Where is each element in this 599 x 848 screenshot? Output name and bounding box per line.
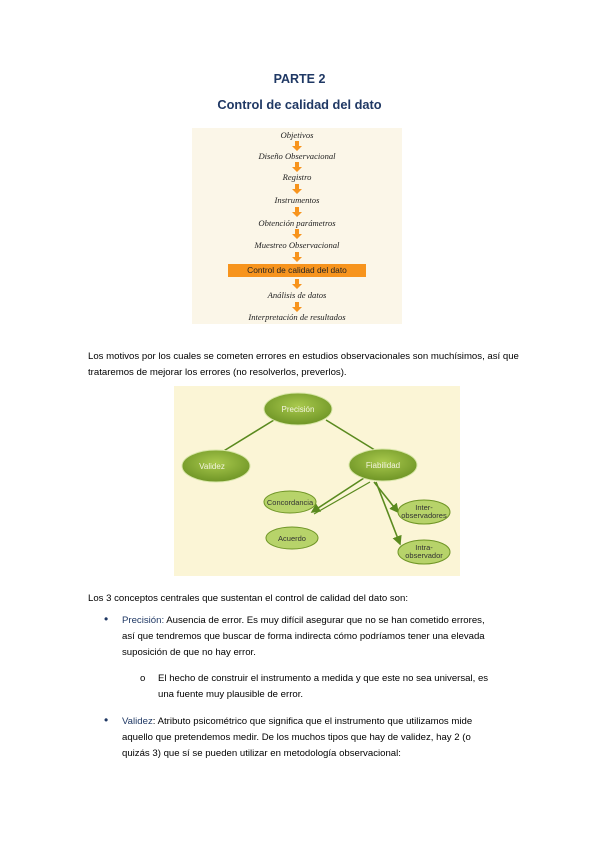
node-acuerdo	[265, 526, 319, 550]
part-heading: PARTE 2	[273, 72, 326, 86]
down-arrow-icon	[292, 229, 302, 239]
bullet-dot-icon: •	[104, 612, 109, 626]
bullet-validez-line: aquello que pretendemos medir. De los mu…	[122, 732, 471, 743]
node-precision-label: Precisión	[282, 405, 315, 414]
flow-step: Objetivos	[280, 130, 314, 140]
flow-step: Interpretación de resultados	[248, 312, 346, 322]
node-inter-label-2: observadores	[401, 511, 447, 520]
down-arrow-icon	[292, 141, 302, 151]
node-intra-label-2: observador	[405, 551, 443, 560]
node-validez-label: Validez	[199, 462, 225, 471]
node-concordancia-label: Concordancia	[267, 498, 314, 507]
bullet-precision-line: así que tendremos que buscar de forma in…	[122, 631, 485, 642]
down-arrow-icon	[292, 162, 302, 172]
down-arrow-icon	[292, 279, 302, 289]
bullet-precision-line: Ausencia de error. Es muy difícil asegur…	[164, 615, 485, 626]
flow-step: Obtención parámetros	[258, 218, 336, 228]
down-arrow-icon	[292, 184, 302, 194]
section-title: Control de calidad del dato	[217, 97, 382, 112]
flow-step: Diseño Observacional	[258, 151, 336, 161]
link-line	[325, 419, 379, 453]
node-fiabilidad	[348, 448, 418, 482]
flow-step: Instrumentos	[274, 195, 320, 205]
node-intra-label: Intra-	[415, 543, 433, 552]
node-precision	[263, 392, 333, 426]
link-line	[375, 481, 402, 546]
concept-map: Precisión Validez Fiabilidad Concordanci…	[174, 386, 460, 576]
bullet-validez-line: : Atributo psicométrico que significa qu…	[152, 716, 473, 727]
node-fiabilidad-label: Fiabilidad	[366, 461, 400, 470]
bullet-precision: Precisión: Ausencia de error. Es muy dif…	[122, 613, 542, 661]
node-validez	[181, 449, 251, 483]
process-flow-diagram: Objetivos Diseño Observacional Registro …	[192, 128, 402, 324]
term-precision: Precisión:	[122, 615, 165, 626]
bullet-precision-line: suposición de que no hay error.	[122, 647, 256, 658]
link-line	[221, 419, 275, 453]
node-inter-label: Inter-	[415, 503, 433, 512]
flow-step: Muestreo Observacional	[254, 240, 340, 250]
down-arrow-icon	[292, 207, 302, 217]
flow-step-highlighted: Control de calidad del dato	[228, 264, 366, 277]
concept-map-graphic: Precisión Validez Fiabilidad Concordanci…	[181, 392, 451, 565]
flow-step: Registro	[282, 172, 312, 182]
sub-bullet: El hecho de construir el instrumento a m…	[158, 671, 538, 703]
bullet-validez-line: quizás 3) que sí se pueden utilizar en m…	[122, 748, 401, 759]
node-concordancia	[263, 490, 317, 514]
link-line	[310, 477, 365, 513]
sub-bullet-line: una fuente muy plausible de error.	[158, 689, 304, 700]
down-arrow-icon	[292, 252, 302, 262]
term-validez: Validez	[122, 716, 153, 727]
concepts-intro: Los 3 conceptos centrales que sustentan …	[88, 593, 409, 604]
sub-bullet-marker: o	[140, 673, 146, 684]
down-arrow-icon	[292, 302, 302, 312]
link-line	[313, 481, 371, 515]
bullet-validez: Validez: Atributo psicométrico que signi…	[122, 714, 542, 762]
node-intra	[397, 539, 451, 565]
sub-bullet-line: El hecho de construir el instrumento a m…	[158, 673, 489, 684]
intro-paragraph: Los motivos por los cuales se cometen er…	[88, 351, 519, 378]
bullet-dot-icon: •	[104, 713, 109, 727]
node-acuerdo-label: Acuerdo	[278, 534, 306, 543]
flow-step: Análisis de datos	[267, 290, 327, 300]
node-inter	[397, 499, 451, 525]
